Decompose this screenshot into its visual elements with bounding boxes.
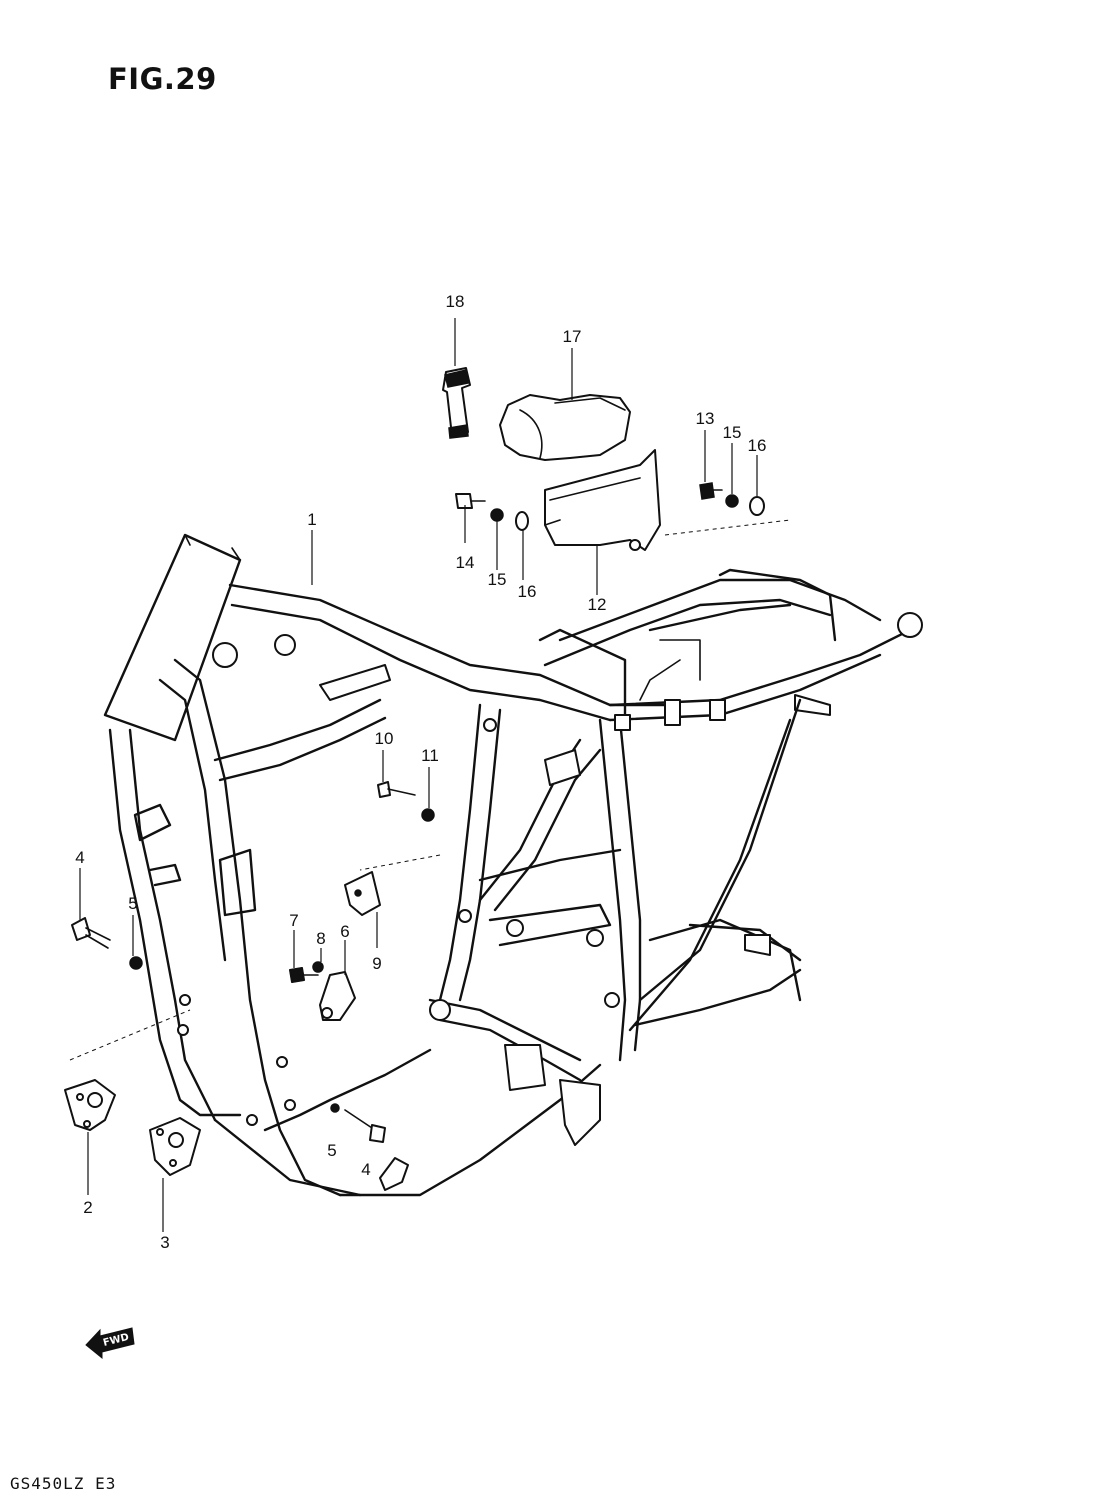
callout-6: 6 [340,922,349,941]
parts-10-11-bolt-nut [359,781,441,871]
callout-15-left: 15 [488,570,507,589]
callout-5-left: 5 [128,894,137,913]
callout-11: 11 [421,746,439,765]
part-9-plate [344,871,381,916]
callout-4-left: 4 [75,848,84,867]
callout-10: 10 [375,729,394,748]
callout-7: 7 [289,911,298,930]
part-12-bracket [544,449,661,551]
parts-6-7-8 [289,961,356,1021]
callout-16-left: 16 [518,582,537,601]
leader-lines [79,318,758,1232]
callout-1: 1 [307,510,316,529]
parts-4-5-bolt-nut [69,917,191,1061]
callout-labels: 18 17 13 15 16 1 14 15 16 12 10 11 4 5 7… [75,292,766,1252]
callout-3: 3 [160,1233,169,1252]
part-3-plate [149,1117,201,1176]
part-17-cover [499,394,631,461]
figure-title: FIG.29 [108,62,217,96]
callout-2: 2 [83,1198,92,1217]
callout-9: 9 [372,954,381,973]
parts-13-15-16-fasteners [664,482,791,536]
model-code: GS450LZ E3 [10,1474,117,1493]
callout-8: 8 [316,929,325,948]
callout-17: 17 [563,327,582,346]
forward-arrow-icon: FWD [85,1327,135,1360]
callout-15-right: 15 [723,423,742,442]
main-frame [103,533,923,1197]
callout-12: 12 [588,595,607,614]
callout-13: 13 [696,409,715,428]
callout-18: 18 [446,292,465,311]
callout-4-bottom: 4 [361,1160,370,1179]
parts-4-5-bottom [330,1103,409,1191]
callout-16-right: 16 [748,436,767,455]
callout-14: 14 [456,553,475,572]
callout-5-bottom: 5 [327,1141,336,1160]
part-18-strap [442,367,471,439]
parts-14-15-16-fasteners [455,493,529,531]
part-2-plate [64,1079,116,1131]
